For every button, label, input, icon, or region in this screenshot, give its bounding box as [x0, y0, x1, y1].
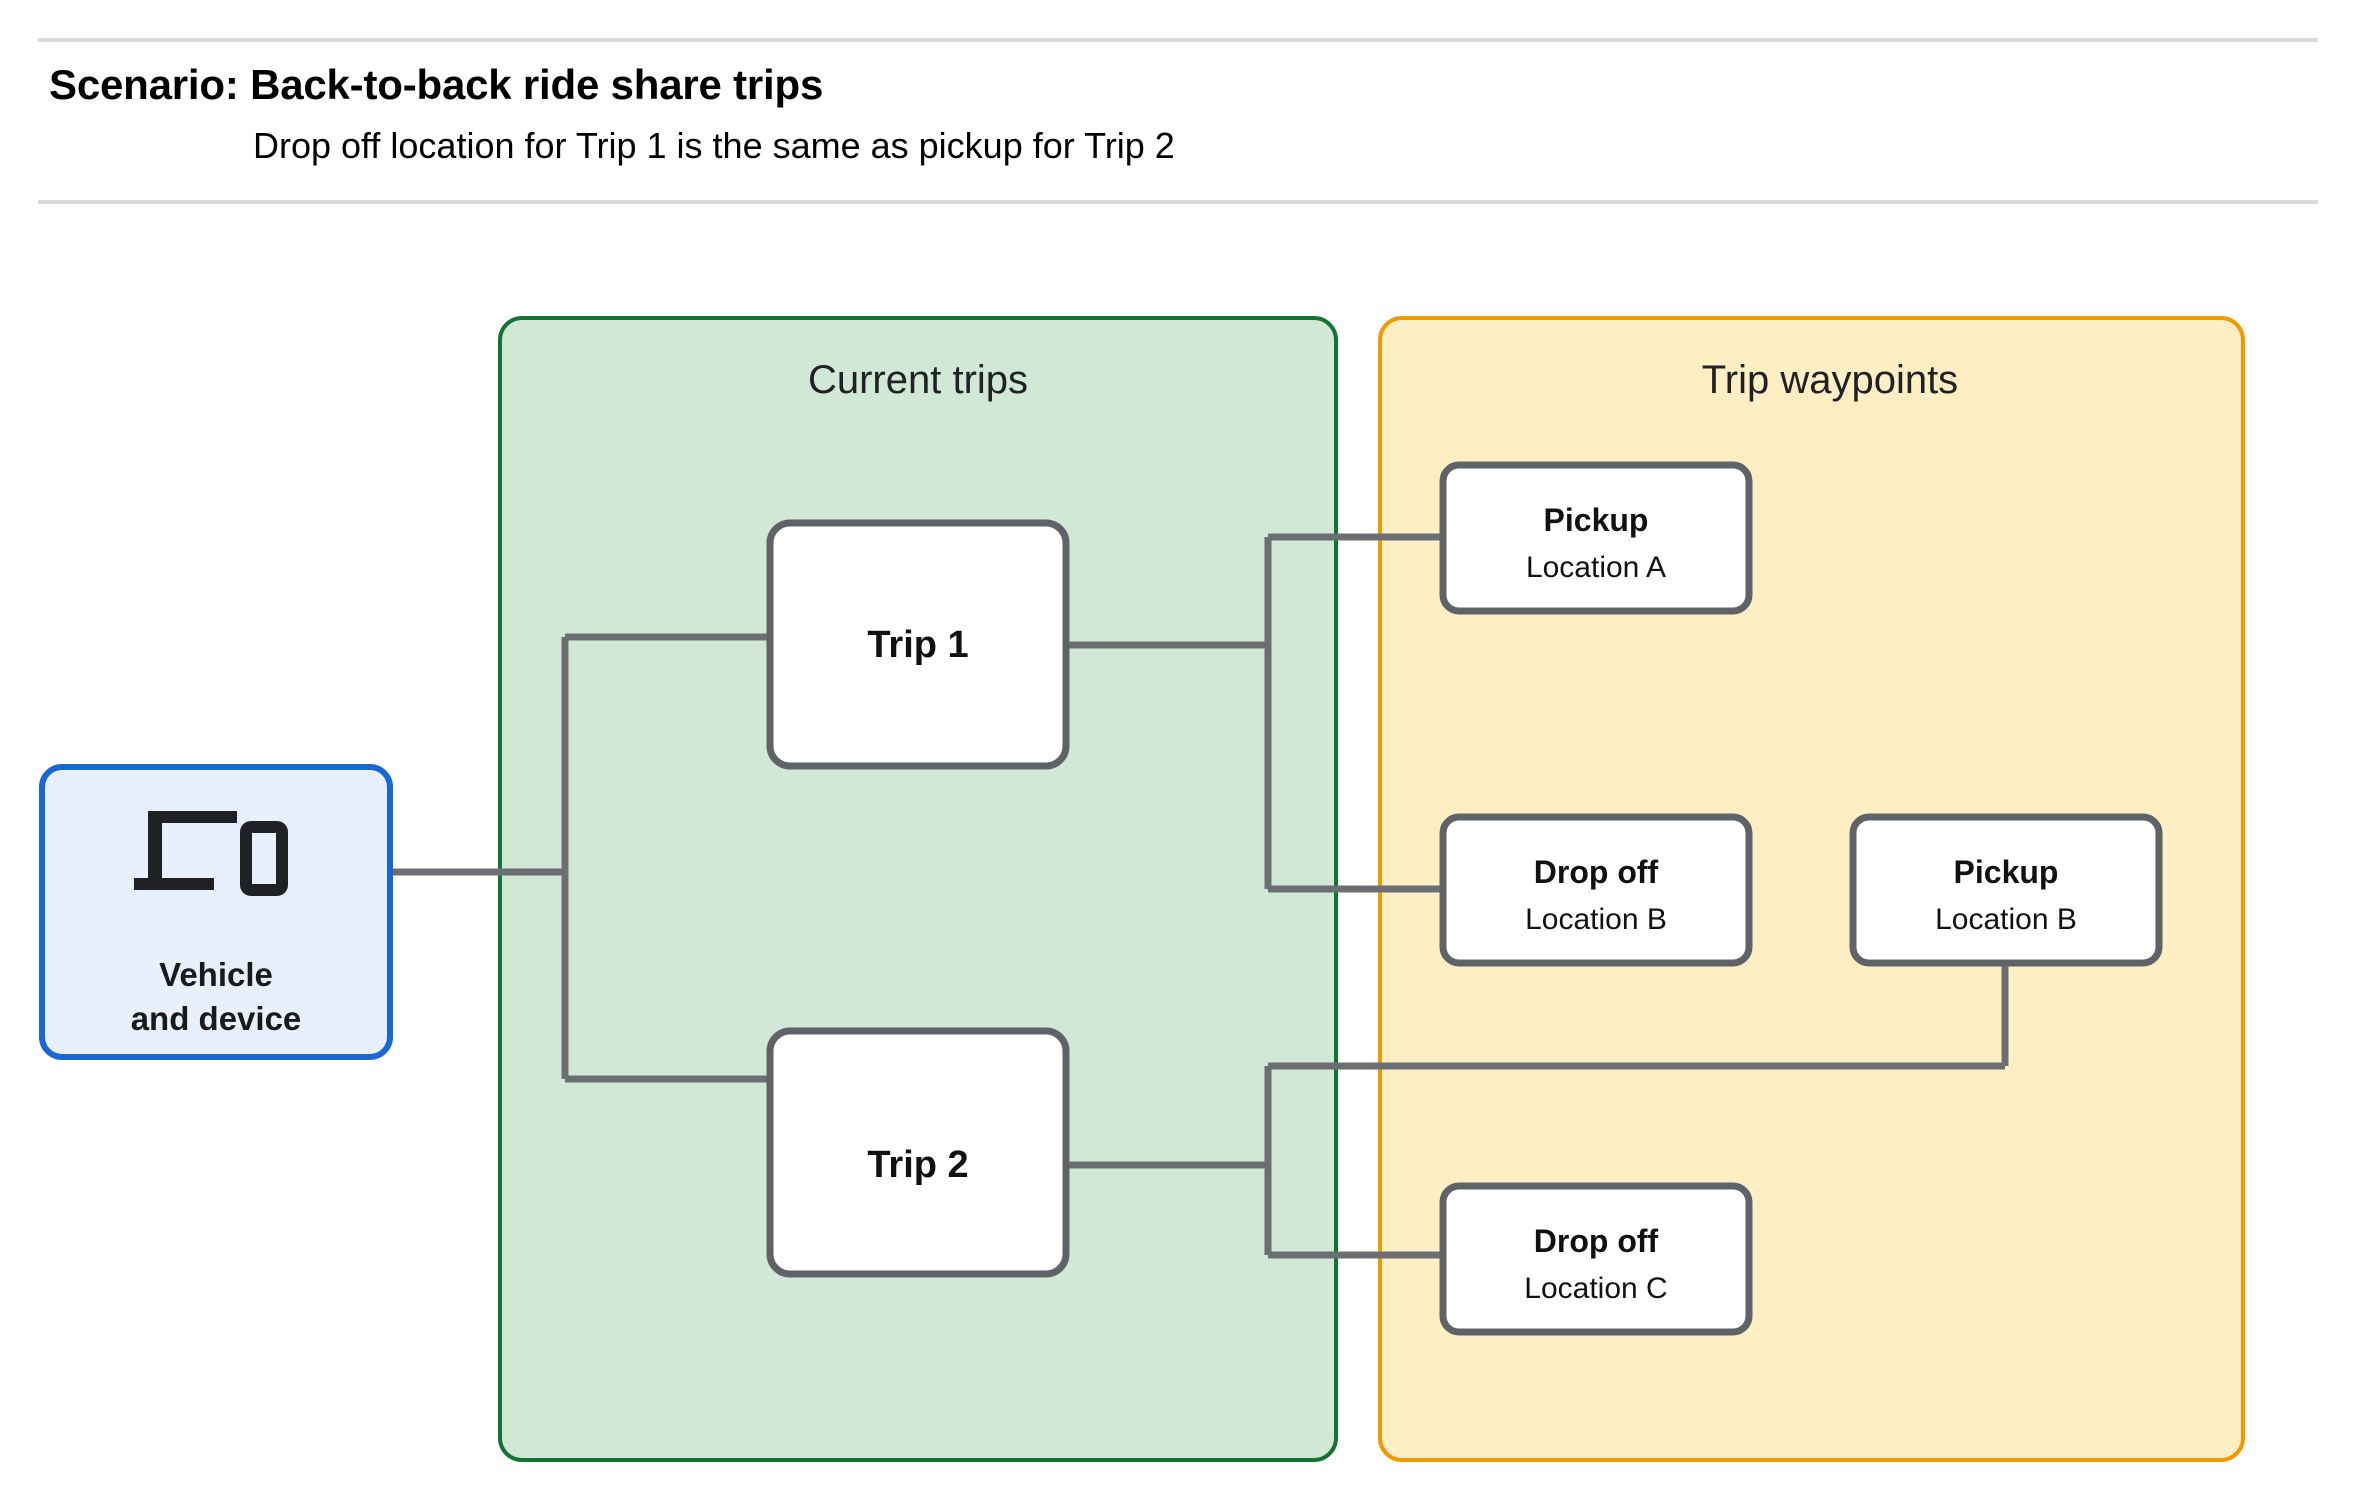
- node-trip-2[interactable]: Trip 2: [766, 1027, 1070, 1278]
- dropoff-c-title: Drop off: [1534, 1223, 1659, 1259]
- vehicle-box: [39, 764, 393, 1060]
- connector-trip1-to-waypoints: [1065, 533, 1443, 893]
- dropoff-c-box: [1439, 1182, 1753, 1336]
- trip-1-label: Trip 1: [867, 624, 968, 666]
- node-dropoff-c[interactable]: Drop off Location C: [1439, 1182, 1753, 1336]
- node-pickup-a[interactable]: Pickup Location A: [1439, 461, 1753, 615]
- devices-icon: [134, 811, 288, 896]
- node-pickup-b[interactable]: Pickup Location B: [1849, 813, 2163, 967]
- pickup-b-box: [1849, 813, 2163, 967]
- trip-2-label: Trip 2: [867, 1144, 968, 1186]
- header-divider-bottom: [38, 200, 2318, 204]
- dropoff-b-box: [1439, 813, 1753, 967]
- node-vehicle-and-device[interactable]: Vehicle and device: [39, 764, 393, 1060]
- pickup-b-title: Pickup: [1954, 854, 2059, 890]
- trip-1-box: [766, 519, 1070, 770]
- page-subtitle: Drop off location for Trip 1 is the same…: [253, 125, 1175, 166]
- connector-trip2-to-waypoints: [1065, 960, 2009, 1259]
- connector-vehicle-to-trips: [390, 633, 770, 1083]
- header-divider-top: [38, 38, 2318, 42]
- trip-2-box: [766, 1027, 1070, 1278]
- group-trip-waypoints-label: Trip waypoints: [1702, 358, 1958, 402]
- node-dropoff-b[interactable]: Drop off Location B: [1439, 813, 1753, 967]
- pickup-b-location: Location B: [1935, 903, 2077, 936]
- dropoff-c-location: Location C: [1524, 1272, 1667, 1305]
- dropoff-b-location: Location B: [1525, 903, 1667, 936]
- node-trip-1[interactable]: Trip 1: [766, 519, 1070, 770]
- vehicle-label-line1: Vehicle: [159, 956, 273, 993]
- group-current-trips-label: Current trips: [808, 358, 1028, 402]
- page-title: Scenario: Back-to-back ride share trips: [49, 61, 824, 108]
- pickup-a-location: Location A: [1526, 551, 1666, 584]
- group-current-trips: [498, 316, 1338, 1462]
- dropoff-b-title: Drop off: [1534, 854, 1659, 890]
- pickup-a-box: [1439, 461, 1753, 615]
- vehicle-label-line2: and device: [131, 1000, 302, 1037]
- pickup-a-title: Pickup: [1544, 502, 1649, 538]
